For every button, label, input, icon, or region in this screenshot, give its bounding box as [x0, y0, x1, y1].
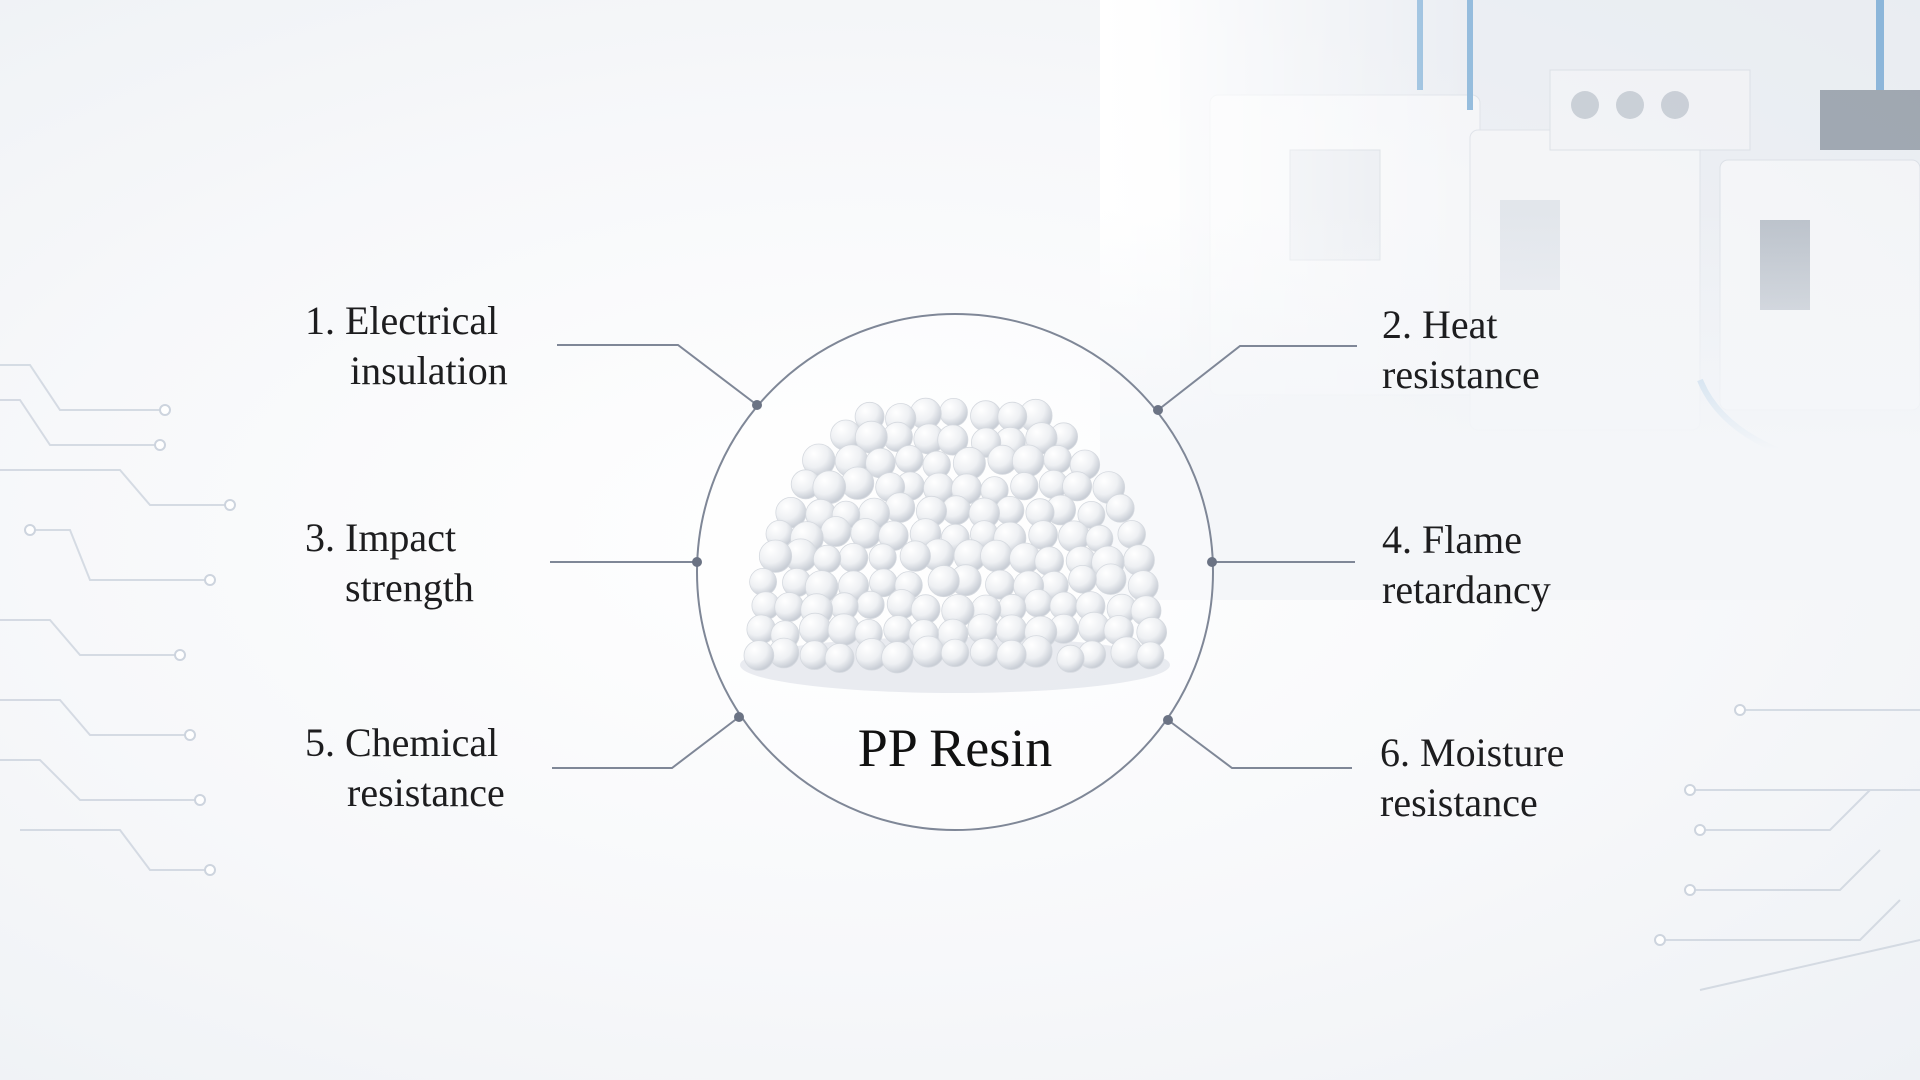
resin-pellet — [749, 568, 777, 596]
resin-pellet — [856, 590, 885, 620]
resin-pellet — [883, 615, 913, 645]
connector-node-4 — [1207, 557, 1217, 567]
circuit-nodes-right — [1654, 704, 1746, 946]
resin-pellet — [1136, 641, 1165, 670]
resin-pellet — [798, 612, 832, 646]
property-4-line2: retardancy — [1382, 567, 1551, 612]
resin-pellet — [997, 401, 1028, 432]
connector-1 — [557, 344, 758, 406]
resin-pellet — [1034, 546, 1064, 576]
resin-pellet — [1062, 471, 1093, 502]
resin-pellet — [1011, 444, 1045, 478]
resin-pellet — [1023, 589, 1053, 618]
property-1-line1: 1. Electrical — [305, 298, 499, 343]
property-1: 1. Electrical insulation — [305, 296, 508, 396]
connector-6 — [1167, 719, 1352, 769]
resin-pellet — [927, 565, 960, 598]
circuit-nodes-left — [24, 404, 236, 876]
resin-pellet — [939, 397, 968, 427]
property-4: 4. Flame retardancy — [1382, 515, 1551, 615]
property-6: 6. Moisture resistance — [1380, 728, 1564, 828]
resin-pellet — [1056, 644, 1085, 673]
resin-pellet — [884, 492, 916, 523]
resin-pellet — [743, 640, 775, 671]
resin-pellet — [1105, 493, 1135, 523]
property-4-line1: 4. Flame — [1382, 517, 1522, 562]
resin-pellet — [1043, 444, 1072, 474]
connector-node-1 — [752, 400, 762, 410]
resin-pellet — [1094, 563, 1127, 595]
resin-pellet — [799, 640, 830, 670]
resin-pellet — [812, 470, 847, 505]
property-3: 3. Impact strength — [305, 513, 474, 613]
resin-pellet — [758, 539, 793, 573]
resin-pellet — [899, 540, 931, 572]
resin-pellet — [969, 637, 999, 667]
resin-pellet — [881, 641, 914, 674]
resin-pellet — [827, 613, 861, 646]
property-3-line1: 3. Impact — [305, 515, 457, 560]
resin-pellet — [912, 635, 945, 668]
circuit-traces-left — [0, 364, 230, 871]
property-5-line1: 5. Chemical — [305, 720, 499, 765]
resin-pellet — [970, 400, 1002, 432]
resin-pellet — [895, 445, 924, 474]
resin-pellet — [868, 543, 897, 572]
property-2-line1: 2. Heat — [1382, 302, 1498, 347]
property-6-line1: 6. Moisture — [1380, 730, 1565, 775]
property-6-line2: resistance — [1380, 780, 1538, 825]
resin-pellet — [824, 643, 855, 673]
resin-pellet — [910, 594, 941, 624]
resin-pellet — [937, 424, 969, 456]
connector-node-3 — [692, 557, 702, 567]
connector-node-6 — [1163, 715, 1173, 725]
resin-pellet — [838, 542, 869, 573]
center-title-text: PP Resin — [857, 718, 1053, 778]
property-2: 2. Heat resistance — [1382, 300, 1540, 400]
property-2-line2: resistance — [1382, 352, 1540, 397]
resin-pellet — [774, 592, 805, 622]
resin-pellet — [940, 638, 970, 668]
resin-pellet — [996, 639, 1027, 671]
property-1-line2: insulation — [350, 348, 508, 393]
resin-pellet — [812, 544, 842, 574]
connector-node-5 — [734, 712, 744, 722]
resin-pellets-image — [740, 397, 1170, 693]
resin-pellet — [1010, 472, 1039, 501]
property-5: 5. Chemical resistance — [305, 718, 505, 818]
property-3-line2: strength — [345, 565, 474, 610]
resin-pellet — [840, 466, 875, 500]
circuit-traces-right — [1660, 709, 1920, 991]
resin-pellet — [1117, 520, 1146, 549]
resin-pellet — [1068, 564, 1097, 594]
resin-pellet — [820, 516, 852, 547]
resin-pellet — [980, 539, 1013, 573]
property-5-line2: resistance — [347, 770, 505, 815]
connector-2 — [1157, 345, 1357, 411]
connector-5 — [552, 716, 740, 769]
connector-node-2 — [1153, 405, 1163, 415]
